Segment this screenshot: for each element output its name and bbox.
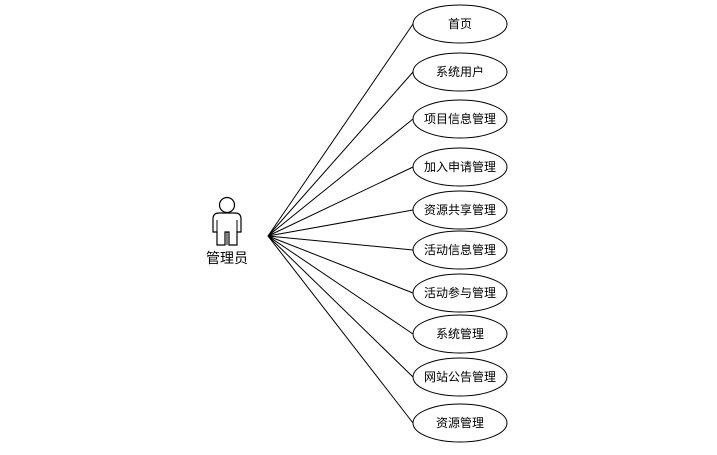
use-case: 系统管理 <box>412 314 508 354</box>
use-case-ellipse <box>412 273 508 313</box>
association-line <box>267 118 414 237</box>
use-case: 活动信息管理 <box>412 230 508 270</box>
use-case-ellipse <box>412 99 508 139</box>
use-case-label: 项目信息管理 <box>424 111 496 126</box>
use-case: 首页 <box>412 4 508 44</box>
use-case-ellipse <box>412 403 508 443</box>
association-line <box>267 235 414 251</box>
use-case: 活动参与管理 <box>412 273 508 313</box>
use-case-label: 系统管理 <box>436 326 484 341</box>
use-case: 资源管理 <box>412 403 508 443</box>
use-case: 项目信息管理 <box>412 99 508 139</box>
association-lines <box>267 23 414 424</box>
association-line <box>267 23 414 237</box>
use-case-label: 加入申请管理 <box>424 159 496 174</box>
use-case-label: 活动信息管理 <box>424 242 496 257</box>
use-case-label: 资源管理 <box>436 415 484 430</box>
association-line <box>267 209 414 237</box>
association-line <box>267 235 414 335</box>
actor-administrator: 管理员 <box>206 196 248 267</box>
use-case-label: 资源共享管理 <box>424 202 496 217</box>
actor-label: 管理员 <box>206 251 248 267</box>
use-case-ellipse <box>412 52 508 92</box>
association-line <box>267 235 414 378</box>
use-case-label: 活动参与管理 <box>424 285 496 300</box>
use-case-label: 系统用户 <box>436 64 484 79</box>
use-case: 资源共享管理 <box>412 190 508 230</box>
use-case: 网站公告管理 <box>412 357 508 397</box>
use-case-ellipse <box>412 4 508 44</box>
use-case: 系统用户 <box>412 52 508 92</box>
use-case-label: 网站公告管理 <box>424 369 496 384</box>
association-line <box>267 166 414 237</box>
use-case-ellipse <box>412 314 508 354</box>
actor-head <box>218 196 236 214</box>
use-case-ellipse <box>412 147 508 187</box>
association-line <box>267 235 414 424</box>
use-cases: 首页系统用户项目信息管理加入申请管理资源共享管理活动信息管理活动参与管理系统管理… <box>412 4 508 443</box>
use-case-ellipse <box>412 230 508 270</box>
use-case-ellipse <box>412 357 508 397</box>
association-line <box>267 71 414 237</box>
use-case-label: 首页 <box>448 17 472 31</box>
association-line <box>267 235 414 294</box>
use-case-ellipse <box>412 190 508 230</box>
actor-body <box>212 212 242 246</box>
use-case: 加入申请管理 <box>412 147 508 187</box>
